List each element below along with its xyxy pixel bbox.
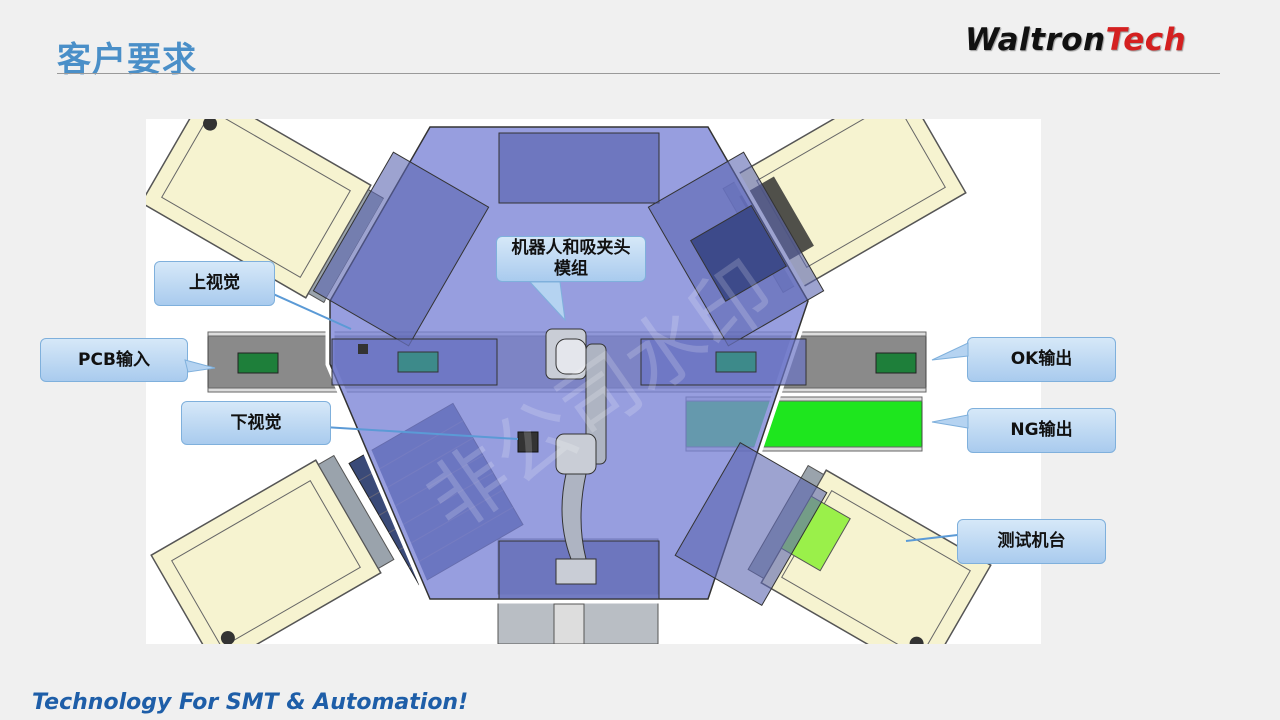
panel-lower-right — [674, 442, 828, 606]
pcb-board-input — [237, 352, 279, 374]
leader-test-station — [905, 533, 967, 542]
panel-top — [498, 132, 660, 204]
bottom-base-connector — [553, 603, 585, 645]
logo-text-waltron: Waltron — [965, 22, 1106, 58]
callout-pcb-input: PCB输入 — [40, 338, 188, 382]
inner-pcb-right — [715, 351, 757, 373]
inner-pcb-left — [397, 351, 439, 373]
layout-drawing: 非公司水印 — [140, 79, 1041, 679]
company-logo: WaltronTech — [965, 22, 1186, 58]
panel-upper-right — [647, 151, 825, 347]
title-rule — [57, 73, 1220, 74]
footer-slogan: Technology For SMT & Automation! — [32, 690, 469, 715]
callout-test-station: 测试机台 — [957, 519, 1106, 564]
upper-camera — [358, 344, 368, 354]
logo-text-tech: Tech — [1105, 22, 1187, 58]
callout-ok-output: OK输出 — [967, 337, 1116, 382]
panel-upper-left — [312, 151, 490, 347]
callout-upper-vision: 上视觉 — [154, 261, 275, 306]
callout-lower-vision: 下视觉 — [181, 401, 331, 445]
pcb-board-output — [875, 352, 917, 374]
test-machine-bottom-left — [150, 454, 395, 669]
robot-arm — [545, 328, 607, 585]
callout-ng-output: NG输出 — [967, 408, 1116, 453]
callout-robot-gripper-module: 机器人和吸夹头 模组 — [496, 236, 646, 282]
machine-layout-diagram: 非公司水印 — [140, 79, 1041, 679]
lower-camera — [517, 431, 539, 453]
